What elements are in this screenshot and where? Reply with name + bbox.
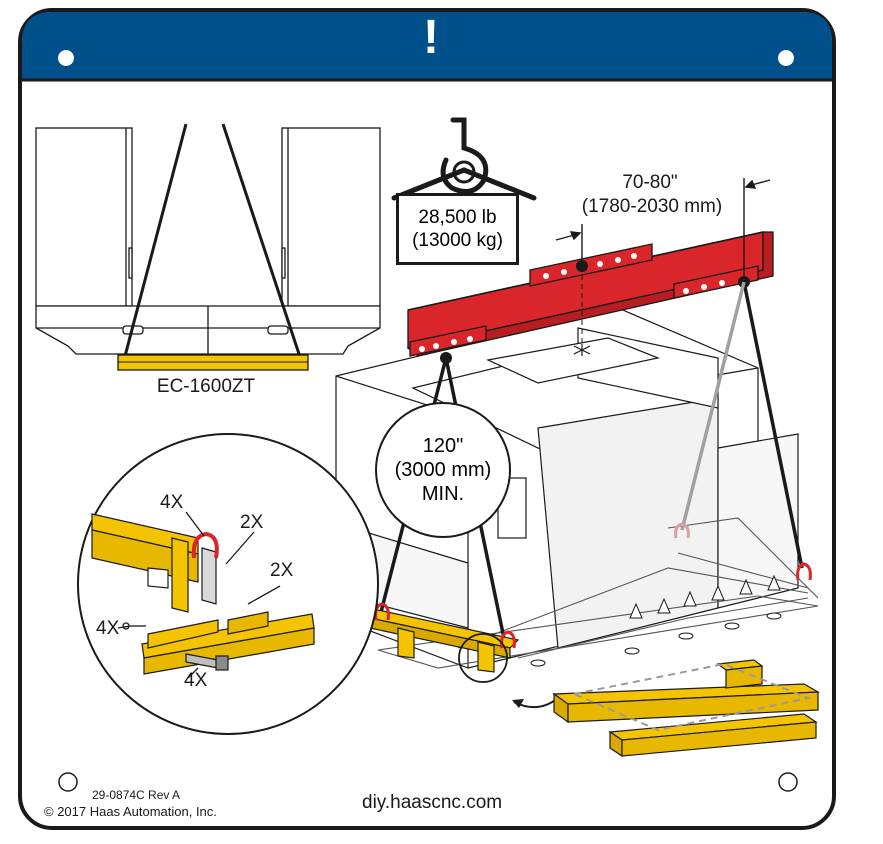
- installed-lift-fixture: [368, 609, 520, 673]
- mount-hole-icon: [778, 50, 794, 66]
- front-view-slings: [122, 123, 303, 361]
- header-band: [22, 12, 832, 80]
- warning-exclamation-icon: !: [423, 11, 439, 64]
- mount-hole-icon: [778, 772, 798, 792]
- detail-bolt-icon: [185, 653, 229, 671]
- copyright: © 2017 Haas Automation, Inc.: [44, 804, 217, 819]
- leveling-feet: [530, 612, 782, 667]
- sling-length-imperial: 120": [422, 435, 464, 457]
- sling-length-qualifier: MIN.: [421, 483, 465, 505]
- fixture-placement-outline: [570, 662, 812, 732]
- detail-magnified-circle: [77, 433, 379, 735]
- spreader-spacing-metric: (1780-2030 mm): [581, 196, 723, 217]
- frame-brackets: [629, 574, 781, 619]
- model-name: EC-1600ZT: [156, 376, 256, 397]
- spacing-dimension-arrows: [555, 178, 771, 276]
- load-weight-box: 28,500 lb (13000 kg): [396, 193, 519, 265]
- detail-bracket-qty-b: 2X: [270, 560, 294, 581]
- warning-sign-illustration: [18, 8, 836, 830]
- detail-pin-qty: 4X: [96, 618, 120, 639]
- machine-isometric: [335, 307, 799, 669]
- detail-shackle-icon: [191, 531, 219, 559]
- part-number: 29-0874C Rev A: [92, 788, 181, 802]
- detail-bracket-qty-a: 2X: [240, 512, 264, 533]
- mount-hole-icon: [58, 772, 78, 792]
- loose-lift-fixtures: [552, 659, 821, 758]
- machine-front-view: [35, 127, 381, 355]
- website: diy.haascnc.com: [362, 792, 503, 813]
- load-weight-metric: (13000 kg): [412, 230, 503, 251]
- spreader-spacing-imperial: 70-80": [622, 172, 678, 193]
- mount-hole-icon: [58, 50, 74, 66]
- spreader-bar: [406, 231, 774, 357]
- load-weight-imperial: 28,500 lb: [418, 207, 497, 228]
- detail-bolt-qty: 4X: [184, 670, 208, 691]
- detail-shackle-qty: 4X: [160, 492, 184, 513]
- detail-leader-lines: [117, 511, 281, 679]
- sling-length-callout: 120" (3000 mm) MIN.: [375, 402, 511, 538]
- detail-callout-circle: [458, 633, 508, 683]
- sling-length-metric: (3000 mm): [394, 459, 492, 481]
- center-of-gravity-icon: [573, 344, 591, 356]
- spreader-bar-holes: [419, 253, 725, 352]
